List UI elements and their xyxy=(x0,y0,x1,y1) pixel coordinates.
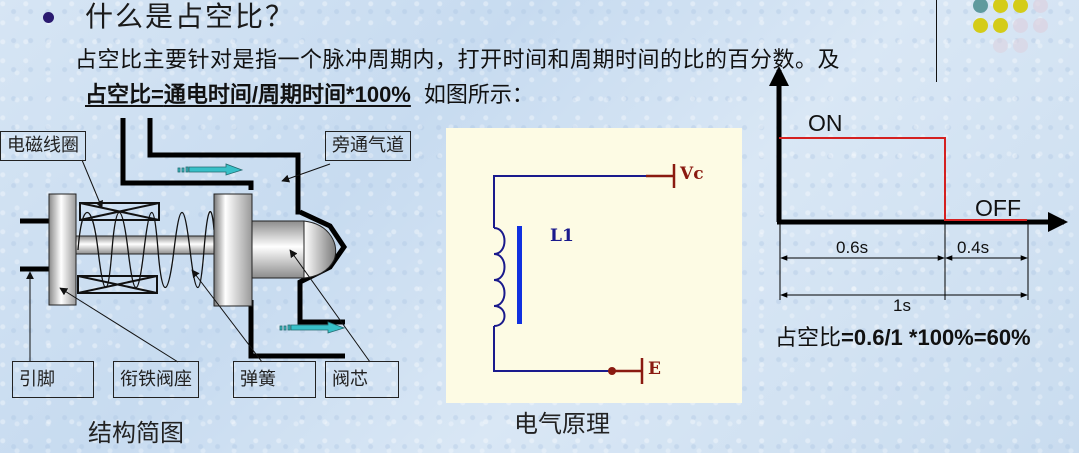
ground-label: E xyxy=(648,359,661,379)
circuit-wire xyxy=(493,175,661,372)
period-dimension-label: 1s xyxy=(893,296,911,315)
label-bypass-channel: 旁通气道 xyxy=(325,131,411,161)
label-armature-seat: 衔铁阀座 xyxy=(113,361,199,398)
on-state-label: ON xyxy=(808,110,843,136)
flow-arrow-icon xyxy=(177,163,244,176)
dimension-arrows xyxy=(780,255,1028,298)
supply-label: Vc xyxy=(680,164,704,184)
formula-slash: / xyxy=(251,82,259,107)
circuit-panel: L1 Vc E xyxy=(446,128,742,403)
duty-cycle-timing-chart xyxy=(769,66,1068,300)
formula-equals: = xyxy=(151,82,164,107)
text-cursor-line xyxy=(936,0,937,82)
decor-dot-icon xyxy=(1033,0,1048,13)
off-state-label: OFF xyxy=(975,195,1021,221)
label-pin: 引脚 xyxy=(12,361,94,398)
supply-terminal-icon xyxy=(646,164,676,188)
junction-dot-icon xyxy=(608,367,616,375)
decor-dot-icon xyxy=(973,0,988,13)
formula-line: 占空比=通电时间/周期时间*100% 如图所示： xyxy=(85,80,534,111)
off-time-dimension-label: 0.4s xyxy=(957,238,990,257)
label-spring: 弹簧 xyxy=(233,361,316,398)
formula-suffix: 如图所示： xyxy=(423,83,534,108)
decor-dot-icon xyxy=(973,18,988,33)
duty-cycle-result-expression: =0.6/1 *100%=60% xyxy=(841,325,1031,350)
decor-dot-icon xyxy=(1013,18,1028,33)
valve-tip-shape xyxy=(303,220,337,279)
label-coil: 电磁线圈 xyxy=(0,131,86,161)
armature-seat-shape xyxy=(48,193,77,306)
slide-title: 什么是占空比？ xyxy=(85,0,296,33)
decor-dot-icon xyxy=(1033,18,1048,33)
air-channel xyxy=(120,118,348,359)
decor-dot-icon xyxy=(1013,38,1028,53)
duty-cycle-result: 占空比=0.6/1 *100%=60% xyxy=(775,320,1031,352)
formula-on-time: 通电时间 xyxy=(163,82,252,108)
pwm-signal-line xyxy=(779,137,1027,221)
formula-multiplier: *100% xyxy=(346,82,411,107)
bullet-point-icon xyxy=(43,12,54,23)
label-valve-core: 阀芯 xyxy=(325,361,399,398)
circuit-caption: 电气原理 xyxy=(514,410,610,438)
flow-arrow-icon xyxy=(279,321,346,334)
definition-text: 占空比主要针对是指一个脉冲周期内，打开时间和周期时间的比的百分数。及 xyxy=(75,48,841,73)
decor-dot-icon xyxy=(1013,0,1028,13)
inductor-label: L1 xyxy=(550,226,574,246)
valve-core-shape xyxy=(251,220,305,279)
duty-cycle-formula: 占空比=通电时间/周期时间*100% xyxy=(85,82,411,108)
piston-disc-shape xyxy=(213,193,253,307)
spring-shape xyxy=(77,211,215,288)
solenoid-structure-diagram xyxy=(20,118,371,363)
coil-windings xyxy=(77,202,160,294)
formula-term-duty: 占空比 xyxy=(85,82,152,108)
pin-leads xyxy=(20,218,50,272)
formula-period: 周期时间 xyxy=(258,82,347,108)
structure-caption: 结构简图 xyxy=(88,419,184,447)
circuit-schematic xyxy=(493,164,676,384)
dimension-extension-lines xyxy=(779,224,1029,300)
inductor-core-icon xyxy=(517,226,522,324)
decor-dot-icon xyxy=(993,0,1008,13)
duty-cycle-result-term: 占空比 xyxy=(775,326,842,351)
decor-dot-icon xyxy=(993,18,1008,33)
leader-lines xyxy=(26,159,371,363)
on-time-dimension-label: 0.6s xyxy=(836,238,869,257)
decor-dot-icon xyxy=(993,38,1008,53)
